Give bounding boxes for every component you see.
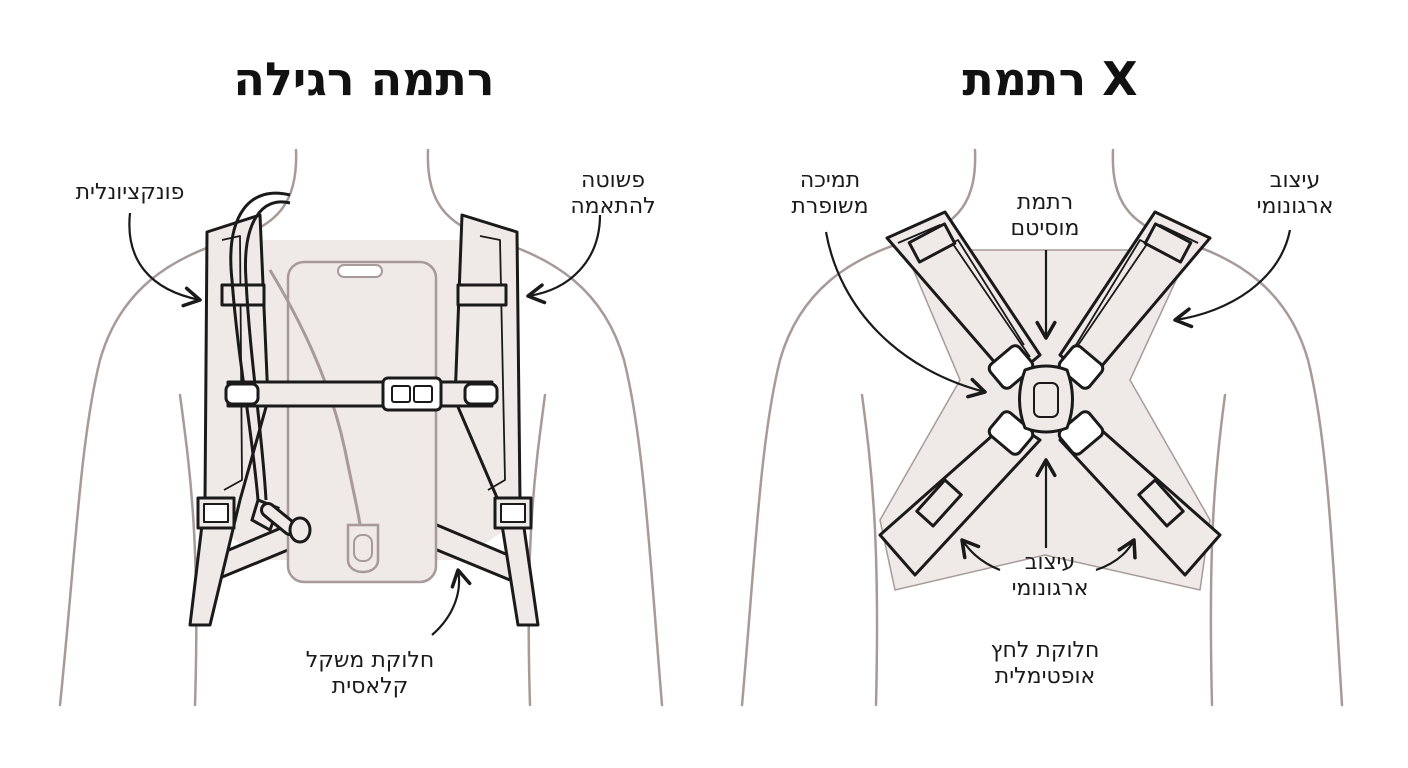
label-optimal-pressure: חלוקת לחץ אופטימלית <box>970 638 1120 690</box>
label-simple-line2: להתאמה <box>548 194 678 220</box>
right-panel-title: רתמת X <box>960 52 1140 106</box>
label-weight-line1: חלוקת משקל <box>290 648 450 674</box>
label-support-line1: תמיכה <box>770 168 890 194</box>
label-classic-weight: חלוקת משקל קלאסית <box>290 648 450 700</box>
label-ergonomic-top: עיצוב ארגונומי <box>1240 168 1350 220</box>
label-ergonomic-middle: עיצוב ארגונומי <box>995 550 1105 602</box>
label-ergo-mid-line2: ארגונומי <box>995 576 1105 602</box>
label-pressure-line1: חלוקת לחץ <box>970 638 1120 664</box>
label-weight-line2: קלאסית <box>290 674 450 700</box>
label-improved-support: תמיכה משופרת <box>770 168 890 220</box>
label-functional: פונקציונלית <box>50 180 210 206</box>
label-pressure-line2: אופטימלית <box>970 664 1120 690</box>
label-simple-line1: פשוטה <box>548 168 678 194</box>
label-ergo-top-line2: ארגונומי <box>1240 194 1350 220</box>
label-ergo-top-line1: עיצוב <box>1240 168 1350 194</box>
label-harness-center: רתמת מוסיטם <box>990 190 1100 242</box>
label-ergo-mid-line1: עיצוב <box>995 550 1105 576</box>
label-simple-to-adjust: פשוטה להתאמה <box>548 168 678 220</box>
label-harness-line1: רתמת <box>990 190 1100 216</box>
left-panel-title: רתמה רגילה <box>232 52 496 106</box>
label-harness-line2: מוסיטם <box>990 216 1100 242</box>
sternum-strap <box>226 378 497 410</box>
label-support-line2: משופרת <box>770 194 890 220</box>
label-functional-line1: פונקציונלית <box>50 180 210 206</box>
